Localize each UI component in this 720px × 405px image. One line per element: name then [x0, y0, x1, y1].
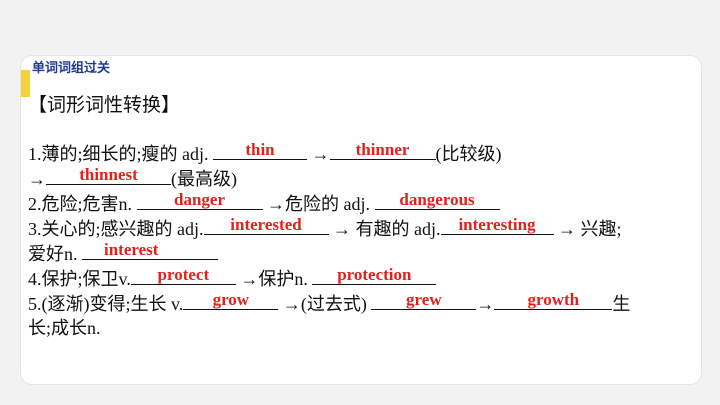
- exercise-line-5: 爱好n. interest: [28, 240, 218, 264]
- prompt-text: 5.(逐渐)变得;生长 v.: [28, 294, 184, 314]
- answer-text: grow: [212, 290, 250, 309]
- prompt-text: →: [28, 169, 46, 189]
- answer-text: thinner: [355, 140, 410, 159]
- answer-blank[interactable]: thinnest: [46, 165, 171, 185]
- answer-blank[interactable]: interested: [203, 215, 329, 235]
- prompt-text: →: [476, 294, 495, 314]
- exercise-line-4: 3.关心的;感兴趣的 adj. interested → 有趣的 adj. inte…: [28, 215, 622, 239]
- answer-blank[interactable]: interesting: [440, 215, 554, 235]
- answer-blank[interactable]: grow: [183, 290, 279, 310]
- prompt-text: 1.薄的;细长的;瘦的 adj.: [28, 144, 213, 164]
- answer-blank[interactable]: growth: [494, 290, 613, 310]
- prompt-text: 4.保护;保卫v.: [28, 269, 131, 289]
- prompt-text: (最高级): [171, 169, 237, 189]
- prompt-text: →: [307, 144, 330, 164]
- exercise-line-6: 4.保护;保卫v. protect →保护n. protection: [28, 265, 437, 289]
- answer-blank[interactable]: danger: [136, 190, 263, 210]
- answer-text: thinnest: [79, 165, 138, 184]
- prompt-text: 长;成长n.: [28, 318, 101, 338]
- answer-text: dangerous: [399, 190, 475, 209]
- answer-text: interest: [104, 240, 159, 259]
- exercise-line-2: → thinnest (最高级): [28, 165, 237, 189]
- answer-text: protect: [157, 265, 210, 284]
- prompt-text: →(过去式): [278, 294, 372, 314]
- prompt-text: 3.关心的;感兴趣的 adj.: [28, 219, 204, 239]
- prompt-text: (比较级): [435, 144, 502, 164]
- prompt-text: → 有趣的 adj.: [328, 219, 441, 239]
- accent-bar: [21, 70, 30, 97]
- answer-text: growth: [527, 290, 580, 309]
- answer-text: thin: [245, 140, 275, 159]
- prompt-text: 2.危险;危害n.: [28, 194, 137, 214]
- answer-blank[interactable]: thinner: [329, 140, 436, 160]
- prompt-text: →保护n.: [235, 269, 313, 289]
- exercise-line-8: 长;成长n.: [28, 317, 101, 339]
- answer-blank[interactable]: interest: [82, 240, 218, 260]
- exercise-line-3: 2.危险;危害n. danger →危险的 adj. dangerous: [28, 190, 500, 214]
- answer-text: grew: [406, 290, 442, 309]
- content-card: [20, 55, 702, 385]
- exercise-line-1: 1.薄的;细长的;瘦的 adj. thin → thinner (比较级): [28, 140, 502, 164]
- prompt-text: 爱好n.: [28, 244, 82, 264]
- section-title: 单词词组过关: [32, 60, 111, 75]
- answer-blank[interactable]: protect: [130, 265, 236, 285]
- answer-text: protection: [337, 265, 412, 284]
- answer-blank[interactable]: dangerous: [374, 190, 500, 210]
- answer-text: interested: [230, 215, 302, 234]
- answer-text: danger: [174, 190, 226, 209]
- answer-blank[interactable]: thin: [213, 140, 307, 160]
- exercise-heading: 【词形词性转换】: [28, 95, 181, 116]
- answer-blank[interactable]: protection: [312, 265, 437, 285]
- prompt-text: →危险的 adj.: [262, 194, 375, 214]
- answer-blank[interactable]: grew: [371, 290, 477, 310]
- exercise-line-7: 5.(逐渐)变得;生长 v. grow →(过去式) grew → growth 生: [28, 290, 631, 314]
- prompt-text: 生: [612, 294, 631, 314]
- answer-text: interesting: [458, 215, 536, 234]
- prompt-text: → 兴趣;: [553, 219, 622, 239]
